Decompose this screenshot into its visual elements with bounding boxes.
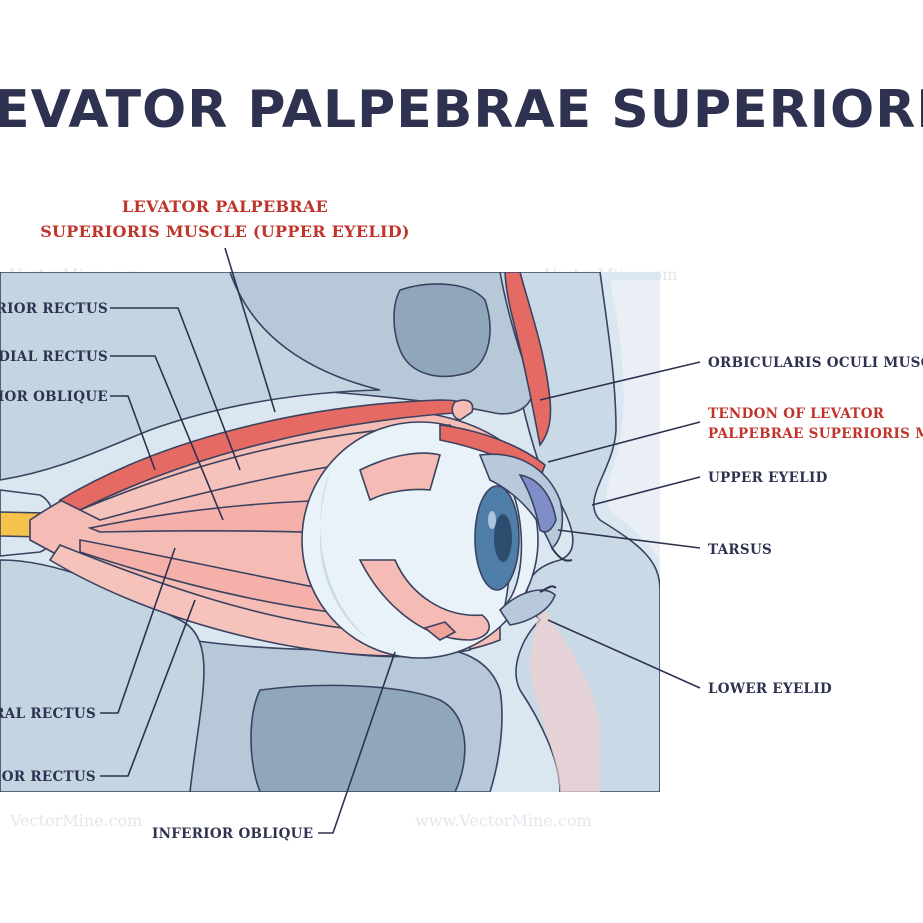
cheek-blush (530, 600, 600, 792)
eyeball-sclera (301, 421, 539, 659)
watermark-bottom-right: www.VectorMine.com (415, 811, 592, 830)
iris-highlight (488, 511, 496, 529)
label-lower-eyelid: LOWER EYELID (708, 681, 832, 697)
labels: LEVATOR PALPEBRAE SUPERIORIS MUSCLE (UPP… (0, 197, 923, 842)
label-tendon-line2: PALPEBRAE SUPERIORIS MUSCLE (708, 426, 923, 442)
leader-medial-rectus (110, 355, 224, 521)
tarsus-plate (518, 473, 557, 533)
leader-tarsus (557, 529, 701, 549)
leader-superior-oblique (110, 395, 156, 471)
inferior-oblique-fibers (423, 621, 457, 641)
inferior-oblique-band (358, 559, 490, 641)
lower-eyelashes (539, 585, 557, 593)
leader-tendon (547, 421, 701, 463)
label-medial-rectus: MEDIAL RECTUS (0, 349, 108, 365)
label-superior-oblique: SUPERIOR OBLIQUE (0, 389, 108, 405)
superior-oblique-tendon (451, 399, 474, 421)
superior-rectus-tendon (359, 452, 441, 502)
upper-eyelashes (551, 547, 573, 562)
label-superior-rectus: SUPERIOR RECTUS (0, 301, 108, 317)
eye-anatomy-illustration (0, 272, 660, 792)
leader-lower-eyelid (547, 619, 701, 689)
label-levator-line2: SUPERIORIS MUSCLE (UPPER EYELID) (40, 222, 410, 241)
watermark-bottom-left: VectorMine.com (9, 811, 142, 830)
lower-eyelid-tissue (498, 589, 556, 626)
label-tendon-line1: TENDON OF LEVATOR (708, 406, 885, 422)
label-upper-eyelid: UPPER EYELID (708, 470, 828, 486)
label-lateral-rectus: LATERAL RECTUS (0, 706, 96, 722)
label-orbicularis: ORBICULARIS OCULI MUSCLE (708, 355, 923, 371)
leader-orbicularis (539, 361, 701, 401)
label-inferior-oblique: INFERIOR OBLIQUE (152, 826, 313, 842)
leader-lines (100, 247, 701, 834)
label-inferior-rectus: INFERIOR RECTUS (0, 769, 96, 785)
orbicularis-oculi-band (504, 272, 552, 447)
leader-upper-eyelid (591, 476, 701, 506)
page-title: LEVATOR PALPEBRAE SUPERIORIS (0, 80, 923, 140)
lower-orbit-wall (0, 559, 205, 792)
leader-superior-rectus (110, 307, 241, 471)
label-tarsus: TARSUS (708, 542, 772, 558)
leader-levator (224, 247, 276, 413)
leader-inferior-rectus (100, 599, 196, 777)
upper-orbit-wall (0, 272, 381, 481)
frontal-sinus (393, 283, 491, 378)
leader-lateral-rectus (100, 547, 176, 714)
label-levator-line1: LEVATOR PALPEBRAE (122, 197, 328, 216)
eyeball-shadow (320, 470, 370, 640)
maxillary-sinus (250, 684, 466, 792)
pupil (494, 514, 512, 562)
leader-inferior-oblique (318, 651, 396, 834)
